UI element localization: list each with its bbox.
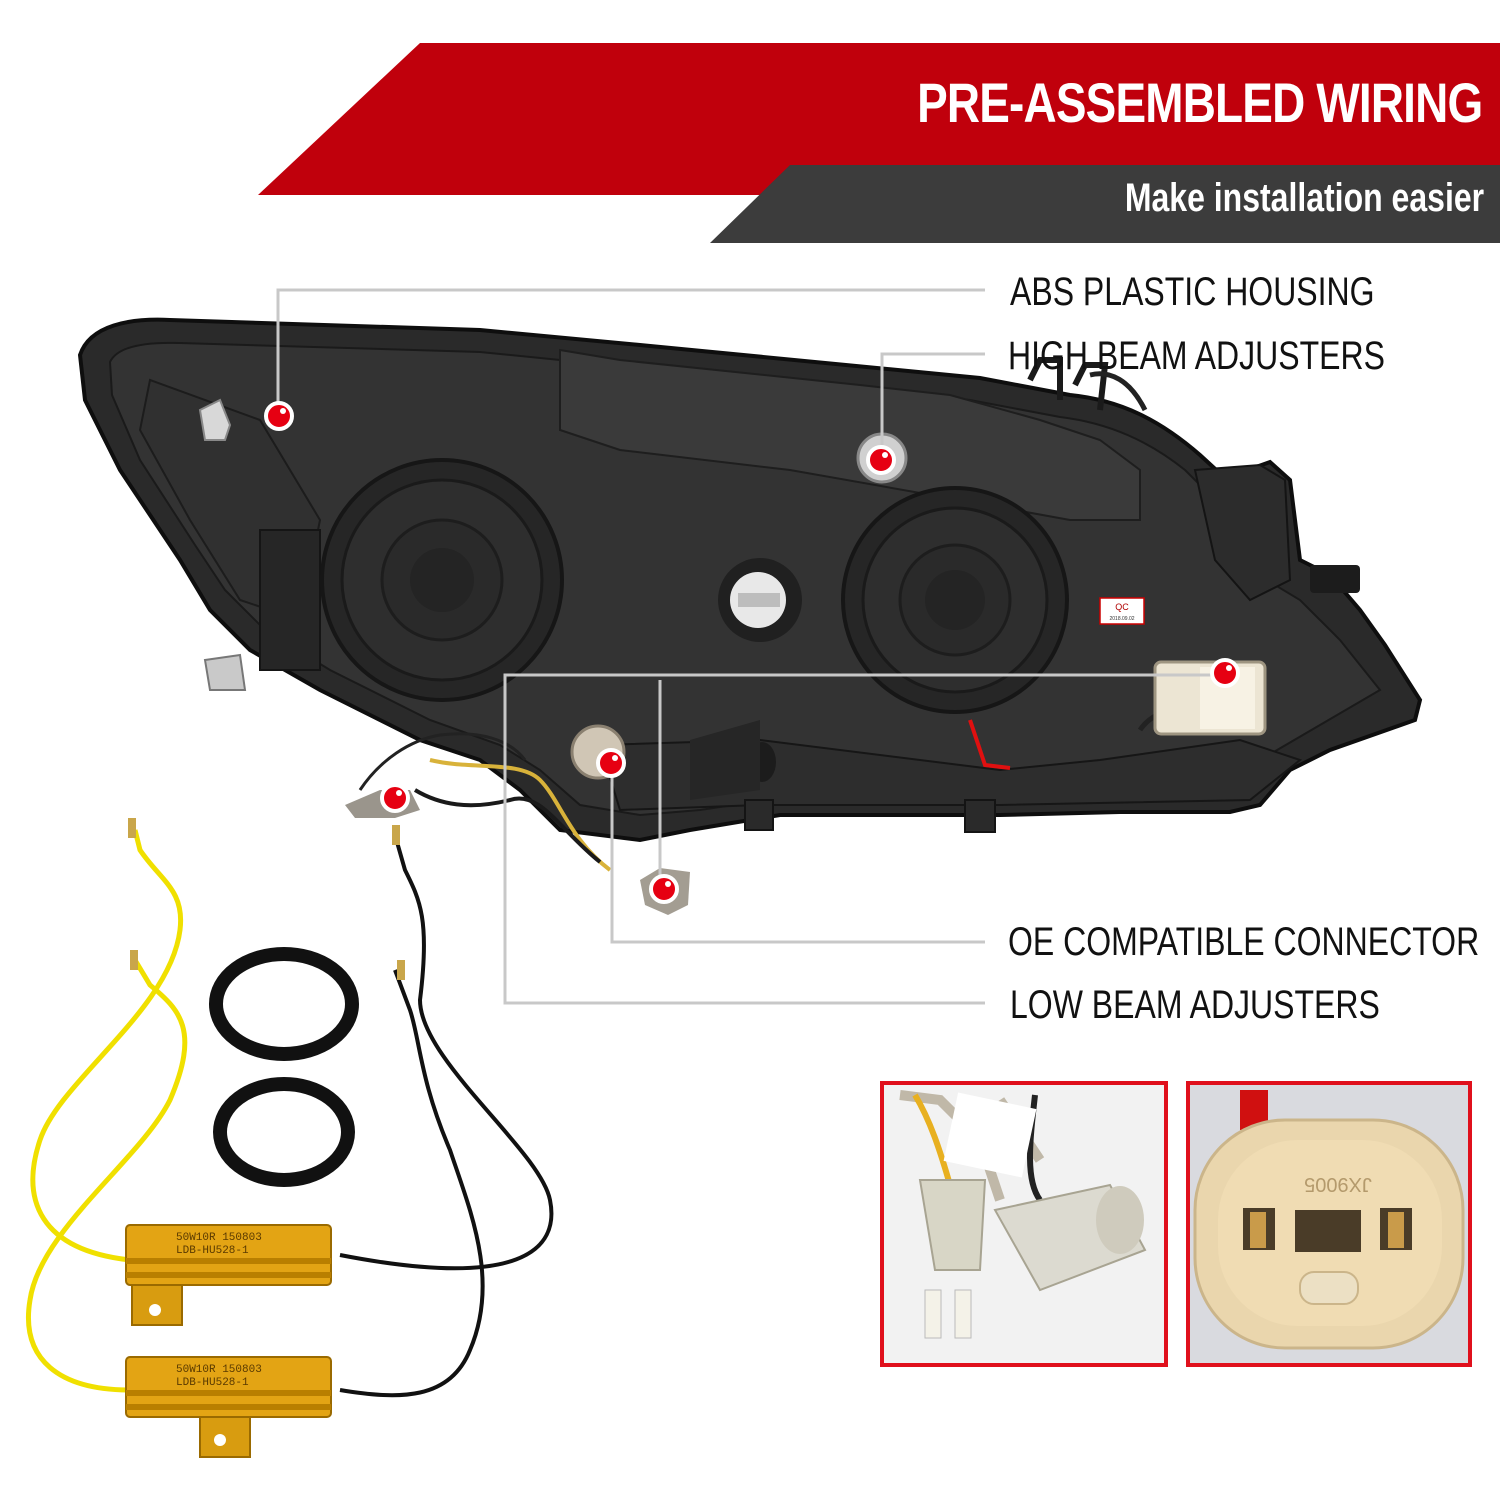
o-ring [213,1077,355,1187]
subtitle-banner [710,165,1500,243]
load-resistor-2: 50W10R 150803 LDB-HU528-1 [125,1356,332,1458]
qc-sticker-label: QC [1115,602,1129,612]
load-resistor-1: 50W10R 150803 LDB-HU528-1 [125,1224,332,1326]
banner-subtitle: Make installation easier [1124,176,1484,220]
inset-bulb-sockets [880,1081,1168,1367]
marker-low-beam [596,748,626,778]
banner-title: PRE-ASSEMBLED WIRING [916,71,1483,134]
qc-sticker-date: 2018.09.02 [1109,616,1134,622]
o-ring [209,947,359,1061]
feature-label-low-beam-adjusters: LOW BEAM ADJUSTERS [1010,983,1380,1027]
resistor-1-line2: LDB-HU528-1 [176,1245,249,1257]
o-rings [209,947,359,1187]
title-banner [258,43,1500,195]
feature-label-oe-compatible-connector: OE COMPATIBLE CONNECTOR [1008,920,1480,964]
marker-socket-left [380,783,410,813]
resistor-wiring [26,818,554,1398]
marker-high-beam [866,445,896,475]
callout-markers [264,401,1240,904]
inset-connector-plug: JX9005 [1186,1081,1472,1367]
resistor-2-line2: LDB-HU528-1 [176,1377,249,1389]
resistor-2-line1: 50W10R 150803 [176,1364,262,1376]
marker-abs-housing [264,401,294,431]
headlight-housing: QC 2018.09.02 [77,317,1423,915]
feature-label-abs-plastic-housing: ABS PLASTIC HOUSING [1010,270,1375,314]
plug-molded-text: JX9005 [1304,1173,1372,1195]
marker-hb-connector [1210,658,1240,688]
callout-lines [276,288,1225,1005]
feature-label-high-beam-adjusters: HIGH BEAM ADJUSTERS [1008,334,1385,378]
resistor-1-line1: 50W10R 150803 [176,1232,262,1244]
marker-oe-connector [649,874,679,904]
